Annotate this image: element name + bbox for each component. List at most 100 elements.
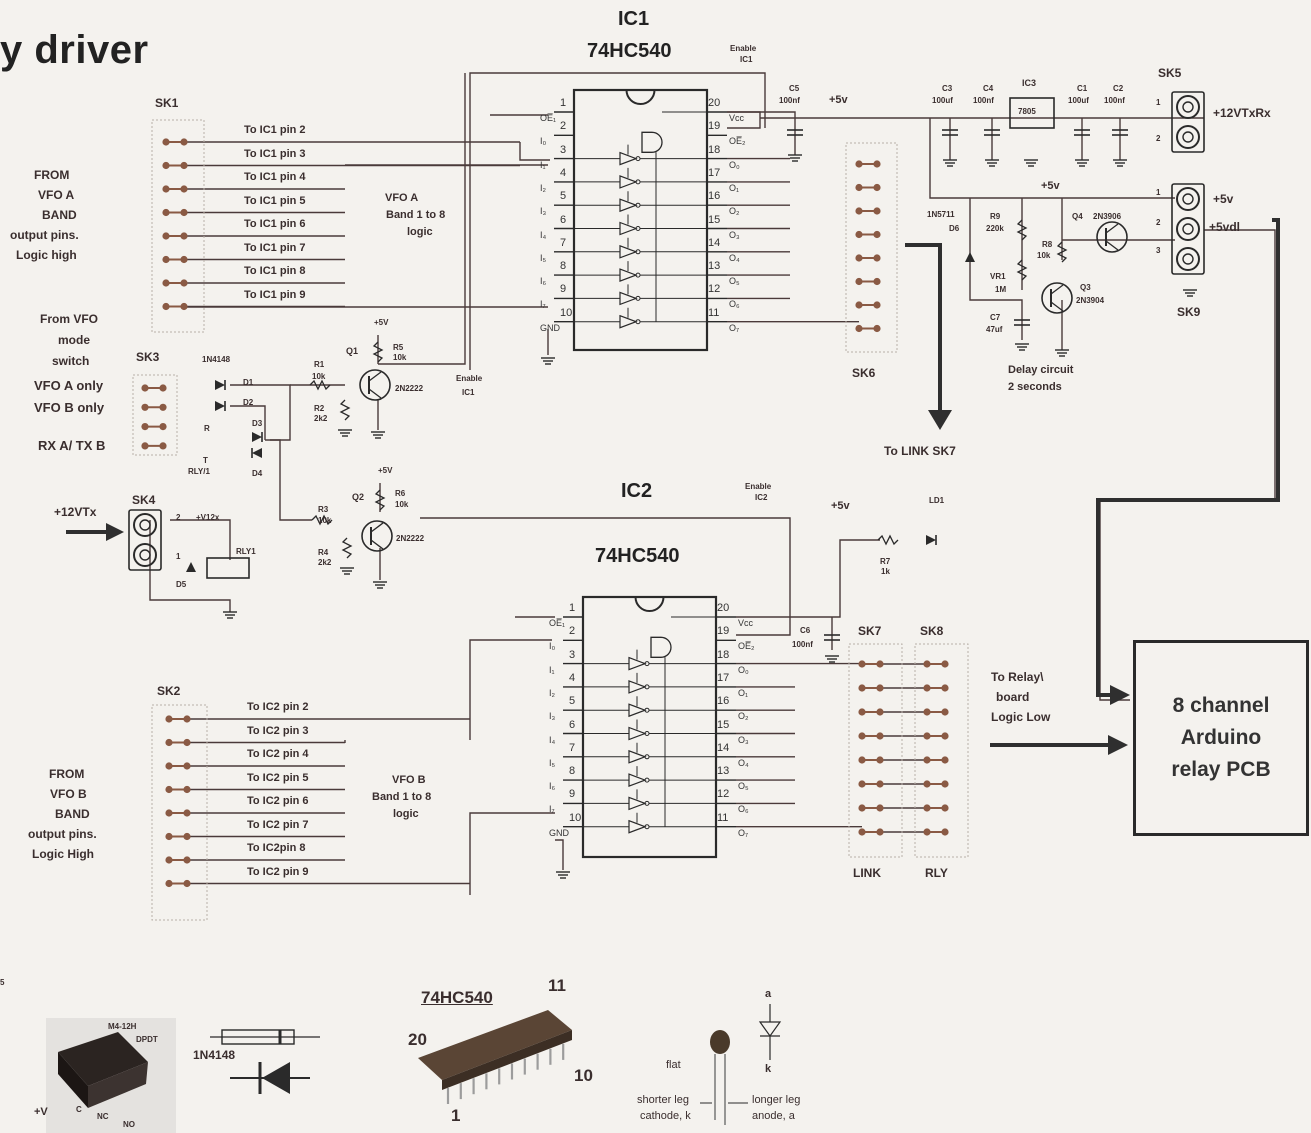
relay-photo-side [88, 1062, 148, 1108]
chip-pin-name-right: O₇ [729, 322, 740, 333]
legend-chip-label: 74HC540 [421, 988, 493, 1007]
chip-pin-number-left: 9 [569, 788, 576, 801]
rail-5v-2: +5v [1041, 180, 1060, 192]
chip-pin-name-right: O₆ [738, 804, 749, 815]
chip-pin-number-right: 13 [708, 260, 721, 273]
led-cathode-mark: k [765, 1063, 772, 1075]
c1-label: C1 [1077, 84, 1088, 93]
ic2-logic-1: VFO B [392, 774, 426, 786]
r2 [339, 399, 351, 421]
sk1-pin-label: To IC1 pin 7 [244, 241, 306, 254]
sk1-pin-label: To IC1 pin 8 [244, 265, 306, 277]
sk2-pin-label: To IC2 pin 2 [247, 701, 309, 713]
ic1-enable-line [469, 72, 766, 370]
r5-value: 10k [393, 353, 407, 362]
sk8-outline [914, 643, 969, 858]
chip-pin-name-right: O₅ [738, 781, 749, 792]
chip-pin-number-left: 1 [569, 602, 576, 614]
rly-contact-label: RLY/1 [188, 467, 210, 476]
sk1-pin-label: To IC1 pin 2 [244, 124, 306, 136]
from-vfo-b-line: Logic High [32, 847, 94, 861]
sk4-relay-gnd [149, 520, 231, 612]
sk4-name: SK4 [132, 493, 156, 507]
sk7-bottom: LINK [853, 866, 881, 880]
legend-led-body [710, 1030, 730, 1054]
sk2-pin-label: To IC2 pin 7 [247, 818, 309, 831]
chip-pin-name-right: OE̅₂ [738, 641, 755, 652]
arduino-line1: 8 channel [1172, 694, 1270, 717]
sk1-to-ic1 [519, 142, 550, 161]
rly-r-label: R [204, 424, 210, 433]
chip-pin-number-left: 2 [569, 625, 576, 638]
from-vfo-a-line: VFO A [38, 188, 75, 202]
legend-chip-side [442, 1030, 572, 1090]
sk7-outline [848, 643, 903, 858]
chip-pin-number-right: 14 [717, 741, 730, 754]
legend-chip-pin1: 1 [451, 1106, 461, 1125]
d3-body [252, 432, 262, 442]
q4-collector [1105, 223, 1119, 234]
r9-label: R9 [990, 212, 1001, 221]
legend-diode-label: 1N4148 [193, 1048, 236, 1062]
chip-pin-name-left: I₃ [540, 206, 547, 217]
r7-label: R7 [880, 557, 891, 566]
chip-pin-number-left: 4 [560, 166, 567, 179]
led-anode-mark: a [765, 988, 772, 1000]
sk8-name: SK8 [920, 624, 944, 638]
from-vfo-a-line: Logic high [16, 248, 77, 262]
sk9-jack [1176, 247, 1200, 271]
chip-pin-name-right: O₂ [729, 206, 740, 217]
chip-pin-number-left: 4 [569, 671, 576, 684]
chip-pin-number-right: 15 [708, 213, 721, 226]
sk6-name: SK6 [852, 366, 876, 380]
chip-pin-number-right: 19 [708, 120, 721, 133]
sk2-outline [151, 704, 208, 921]
chip-pin-number-right: 20 [717, 602, 730, 614]
sk9-frame [1171, 183, 1205, 275]
q2-type: 2N2222 [396, 534, 425, 543]
chip-pin-number-left: 10 [569, 811, 582, 824]
sk2-pin-label: To IC2 pin 4 [247, 748, 309, 760]
sk2-to-ic2-h [469, 812, 555, 895]
q1-body [359, 369, 391, 401]
r3 [311, 514, 333, 526]
chip-pin-name-right: O₂ [738, 711, 749, 722]
ic1-logic-2: Band 1 to 8 [386, 209, 446, 221]
q1-emitter [368, 388, 382, 399]
chip-pin-name-right: OE̅₂ [729, 136, 746, 147]
chip-pin-name-right: Vcc [729, 113, 745, 123]
d1-body [215, 380, 225, 390]
chip-pin-name-left: OE̅₁ [549, 618, 566, 628]
chip-pin-name-left: I₂ [549, 687, 555, 698]
r9 [1016, 219, 1028, 241]
chip-pin-name-left: I₁ [540, 159, 546, 170]
q3-type: 2N3904 [1076, 296, 1105, 305]
page-title: y driver [0, 28, 149, 72]
sk5-jack-core [1182, 101, 1194, 113]
q4-emitter [1105, 240, 1119, 251]
ic2-body [581, 595, 718, 859]
d1-label: D1 [243, 378, 254, 387]
r8-label: R8 [1042, 240, 1053, 249]
sk3-label-a: VFO A only [34, 378, 104, 393]
r8 [1056, 241, 1068, 263]
relay-photo-front [58, 1052, 88, 1108]
q4-label: Q4 [1072, 212, 1083, 221]
r3-value: 10k [318, 516, 332, 525]
ic1-enable-bottom: IC1 [740, 55, 753, 64]
sk3-label-b: VFO B only [34, 400, 105, 415]
relay-board-line2: board [996, 690, 1030, 704]
chip-pin-name-right: O₃ [729, 229, 740, 240]
chip-pin-number-right: 20 [708, 97, 721, 109]
chip-pin-number-right: 18 [708, 143, 721, 156]
sk4-relay-v [170, 519, 231, 560]
relay-board-line3: Logic Low [991, 710, 1051, 724]
q2-5v: +5V [378, 466, 393, 475]
sk5-pin1: 1 [1156, 98, 1161, 107]
ic3-body [1009, 97, 1055, 129]
chip-pin-name-left: I₄ [540, 229, 547, 240]
q3-label: Q3 [1080, 283, 1091, 292]
chip-pin-number-left: 7 [560, 236, 567, 249]
chip-pin-name-left: I₄ [549, 734, 556, 745]
